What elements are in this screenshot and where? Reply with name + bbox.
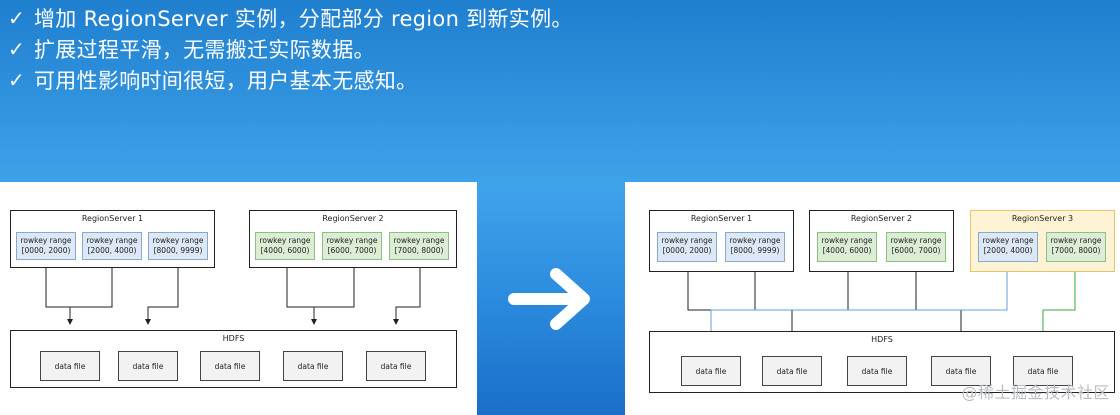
arrow-right-icon <box>508 268 590 330</box>
data-file: data file <box>283 351 343 381</box>
region-block: rowkey range [7000, 8000) <box>389 232 449 260</box>
data-file: data file <box>847 356 907 386</box>
region-block: rowkey range [2000, 4000) <box>82 232 142 260</box>
region-block: rowkey range [0000, 2000) <box>657 232 717 262</box>
region-block: rowkey range [4000, 6000) <box>255 232 315 260</box>
hdfs-title: HDFS <box>222 334 245 343</box>
bullet-item: ✓ 可用性影响时间很短，用户基本无感知。 <box>8 64 573 95</box>
bullet-text: 增加 RegionServer 实例，分配部分 region 到新实例。 <box>34 6 573 31</box>
regionserver-title: RegionServer 2 <box>322 214 384 223</box>
region-block: rowkey range [6000, 7000) <box>886 232 946 262</box>
data-file: data file <box>118 351 178 381</box>
region-block: rowkey range [0000, 2000) <box>16 232 76 260</box>
bullet-list: ✓ 增加 RegionServer 实例，分配部分 region 到新实例。 ✓… <box>8 2 573 95</box>
regionserver-title: RegionServer 2 <box>850 214 913 223</box>
hdfs-title: HDFS <box>871 335 893 344</box>
watermark: @稀土掘金技术社区 <box>961 383 1110 402</box>
data-file: data file <box>762 356 822 386</box>
region-block: rowkey range [7000, 8000) <box>1046 232 1106 262</box>
region-block: rowkey range [8000, 9999) <box>148 232 208 260</box>
regionserver-title: RegionServer 1 <box>81 214 144 223</box>
regionserver-title: RegionServer 1 <box>690 214 753 223</box>
region-block: rowkey range [4000, 6000) <box>817 232 877 262</box>
data-file: data file <box>366 351 426 381</box>
region-block: rowkey range [2000, 4000) <box>978 232 1038 262</box>
data-file: data file <box>200 351 260 381</box>
data-file: data file <box>1013 356 1073 386</box>
data-file: data file <box>931 356 991 386</box>
diagram-before: RegionServer 1 rowkey range [0000, 2000)… <box>0 182 477 415</box>
check-icon: ✓ <box>8 36 26 61</box>
check-icon: ✓ <box>8 67 26 92</box>
bullet-item: ✓ 增加 RegionServer 实例，分配部分 region 到新实例。 <box>8 2 573 33</box>
data-file: data file <box>681 356 741 386</box>
diagram-after: RegionServer 1 rowkey range [0000, 2000)… <box>625 182 1120 415</box>
data-file: data file <box>40 351 100 381</box>
bullet-text: 扩展过程平滑，无需搬迁实际数据。 <box>34 37 375 62</box>
connector-lines <box>45 260 421 325</box>
region-block: rowkey range [6000, 7000) <box>322 232 382 260</box>
bullet-text: 可用性影响时间很短，用户基本无感知。 <box>34 68 418 93</box>
region-block: rowkey range [8000, 9999) <box>725 232 785 262</box>
regionserver-title: RegionServer 3 <box>1011 214 1074 223</box>
check-icon: ✓ <box>8 5 26 30</box>
bullet-item: ✓ 扩展过程平滑，无需搬迁实际数据。 <box>8 33 573 64</box>
